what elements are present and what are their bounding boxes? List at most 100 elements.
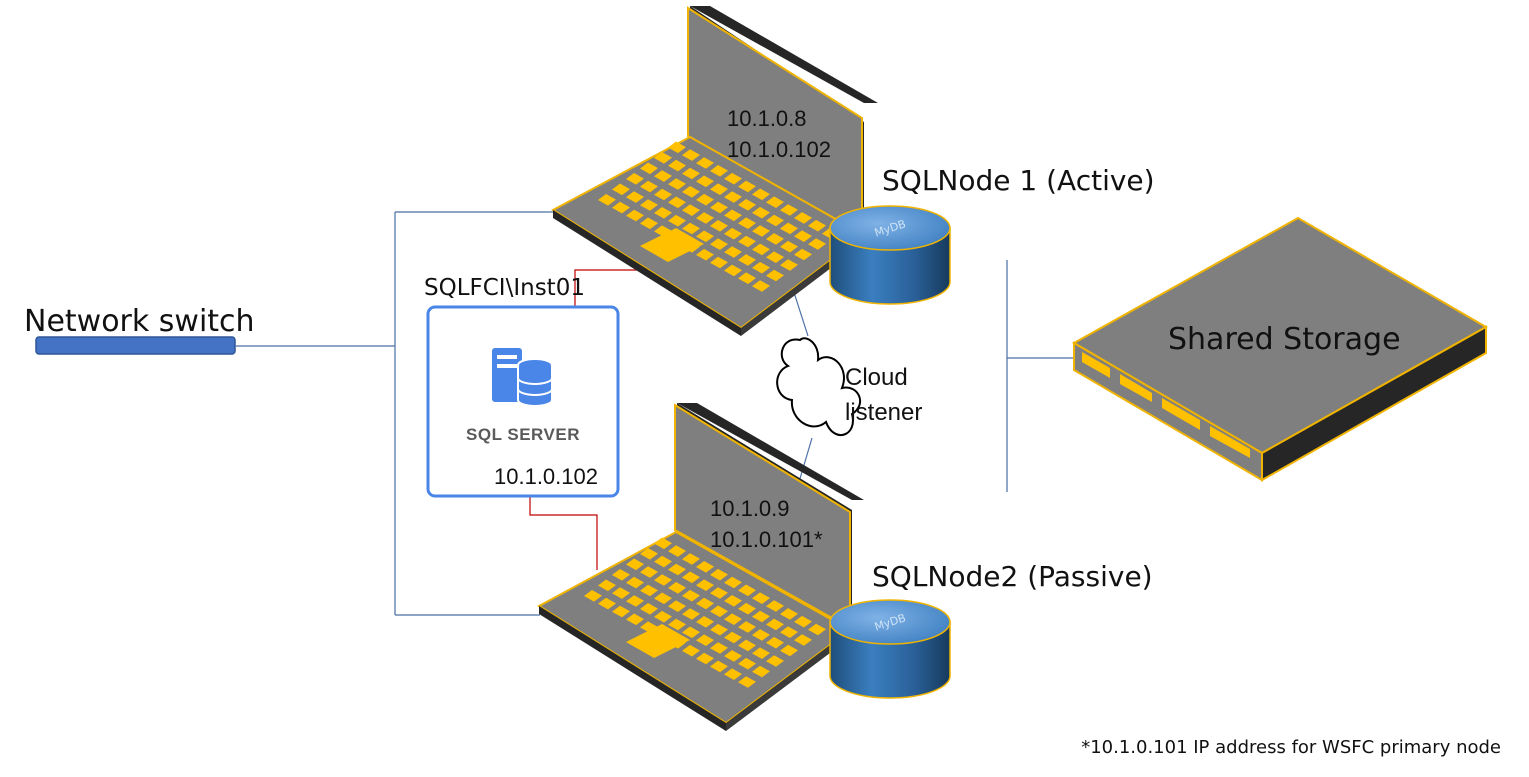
network-switch-icon: [35, 336, 236, 355]
keyboard-key: [668, 159, 686, 172]
keyboard-key: [752, 647, 770, 659]
keyboard-key: [724, 631, 742, 644]
keyboard-key: [668, 582, 686, 594]
keyboard-key: [668, 214, 686, 227]
node2-title: SQLNode2 (Passive): [872, 560, 1153, 593]
keyboard-key: [752, 261, 770, 274]
keyboard-key: [696, 230, 714, 243]
keyboard-key: [654, 574, 672, 586]
keyboard-key: [724, 246, 742, 258]
keyboard-key: [682, 571, 700, 584]
keyboard-key: [752, 243, 770, 256]
keyboard-key: [682, 186, 700, 198]
keyboard-key: [808, 623, 826, 636]
keyboard-key: [752, 225, 770, 237]
keyboard-key: [724, 668, 742, 680]
keyboard-key: [780, 626, 798, 638]
keyboard-key: [752, 188, 770, 201]
sql-server-icon: [492, 348, 553, 407]
cloud-label-line1: Cloud: [845, 364, 908, 391]
keyboard-key: [640, 584, 658, 597]
keyboard-key: [738, 235, 756, 248]
keyboard-key: [626, 613, 644, 626]
keyboard-key: [752, 592, 770, 604]
keyboard-key: [780, 259, 798, 271]
db-cylinder-node2-icon: MyDB: [829, 599, 951, 699]
keyboard-key: [682, 553, 700, 565]
keyboard-key: [612, 587, 630, 599]
keyboard-key: [710, 623, 728, 636]
shared-storage-icon: [1071, 216, 1489, 482]
keyboard-key: [710, 660, 728, 673]
keyboard-key: [612, 569, 630, 581]
keyboard-key: [668, 178, 686, 190]
laptop-node2-icon: [537, 403, 864, 731]
keyboard-key: [668, 196, 686, 209]
keyboard-key: [780, 240, 798, 253]
keyboard-key: [654, 170, 672, 182]
keyboard-key: [696, 597, 714, 610]
keyboard-key: [696, 652, 714, 665]
keyboard-key: [682, 626, 700, 639]
keyboard-key: [766, 233, 784, 245]
keyboard-key: [696, 193, 714, 206]
keyboard-key: [640, 180, 658, 193]
keyboard-key: [654, 188, 672, 201]
keyboard-key: [724, 264, 742, 277]
keyboard-key: [640, 217, 658, 230]
keyboard-key: [668, 545, 686, 557]
keyboard-key: [696, 157, 714, 169]
node2-ip-secondary: 10.1.0.101*: [710, 527, 823, 552]
keyboard-key: [724, 613, 742, 625]
network-switch-label: Network switch: [24, 304, 255, 339]
keyboard-key: [654, 555, 672, 568]
keyboard-key: [626, 173, 644, 185]
keyboard-key: [766, 214, 784, 227]
keyboard-key: [710, 220, 728, 232]
keyboard-key: [696, 561, 714, 573]
keyboard-key: [724, 595, 742, 607]
keyboard-key: [682, 589, 700, 602]
keyboard-key: [780, 644, 798, 657]
keyboard-key: [738, 639, 756, 652]
keyboard-key: [612, 183, 630, 196]
keyboard-key: [612, 201, 630, 214]
keyboard-key: [794, 212, 812, 224]
keyboard-key: [626, 209, 644, 222]
keyboard-key: [626, 558, 644, 571]
keyboard-key: [738, 584, 756, 597]
keyboard-key: [752, 280, 770, 292]
network-connections: [236, 211, 1075, 616]
keyboard-key: [710, 568, 728, 581]
keyboard-key: [738, 272, 756, 284]
keyboard-key: [626, 595, 644, 607]
node1-ip-primary: 10.1.0.8: [727, 106, 807, 131]
keyboard-key: [598, 579, 616, 592]
keyboard-key: [780, 204, 798, 216]
keyboard-key: [808, 238, 826, 250]
footnote: *10.1.0.101 IP address for WSFC primary …: [1081, 737, 1501, 758]
keyboard-key: [766, 251, 784, 263]
instance-label: SQLFCI\Inst01: [424, 275, 585, 301]
keyboard-key: [710, 183, 728, 195]
keyboard-key: [752, 206, 770, 219]
keyboard-key: [724, 209, 742, 222]
keyboard-key: [808, 219, 826, 232]
keyboard-key: [738, 254, 756, 266]
keyboard-key: [640, 162, 658, 175]
keyboard-key: [710, 165, 728, 177]
keyboard-key: [696, 579, 714, 591]
cloud-label-line2: listener: [845, 399, 922, 426]
keyboard-key: [780, 608, 798, 620]
keyboard-key: [682, 204, 700, 216]
keyboard-key: [724, 191, 742, 203]
keyboard-key: [640, 566, 658, 578]
keyboard-key: [682, 222, 700, 235]
keyboard-key: [738, 676, 756, 688]
keyboard-key: [766, 636, 784, 649]
keyboard-key: [794, 248, 812, 261]
keyboard-key: [654, 537, 672, 550]
keyboard-key: [626, 191, 644, 203]
keyboard-key: [738, 180, 756, 193]
keyboard-key: [598, 194, 616, 206]
